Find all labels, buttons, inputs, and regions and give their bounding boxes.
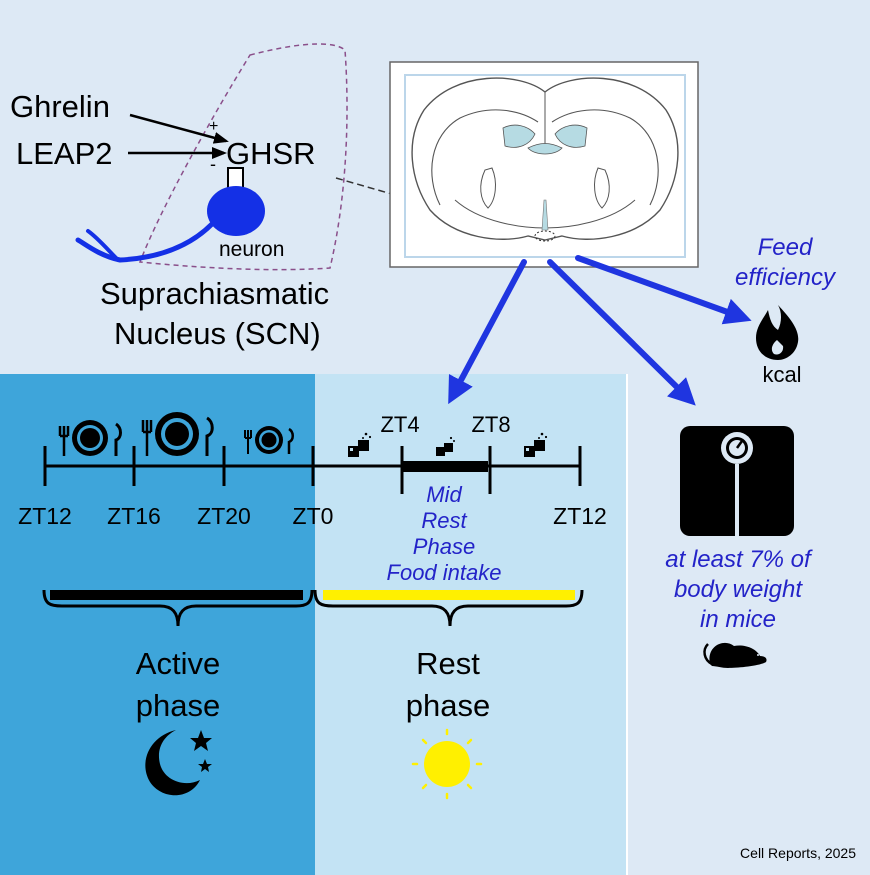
hippocampus-left: [480, 167, 496, 209]
ghsr-label: GHSR: [226, 136, 316, 171]
third-ventricle: [541, 199, 549, 231]
food-pellet-icon: [436, 436, 455, 456]
minus-sign: -: [210, 154, 216, 174]
sun-icon: [411, 728, 483, 800]
brain-section: [389, 61, 699, 268]
ventricle-left: [502, 124, 536, 148]
scn-title-line2: Nucleus (SCN): [114, 316, 321, 351]
rest-phase-line1: Rest: [416, 646, 480, 681]
food-pellet-icon: [348, 432, 372, 457]
tick-label-zt16: ZT16: [107, 503, 161, 529]
rest-phase-line2: phase: [406, 688, 490, 723]
ventricle-right: [554, 124, 588, 148]
tick-label-zt0: ZT0: [293, 503, 334, 529]
active-phase-brace: [42, 589, 314, 627]
rest-phase-panel: [315, 374, 627, 875]
feed-efficiency-line2: efficiency: [735, 264, 837, 291]
scn-title-line1: Suprachiasmatic: [100, 276, 329, 311]
kcal-label: kcal: [762, 362, 801, 387]
mid-rest-line4: Food intake: [387, 560, 502, 585]
moon-stars-icon: [145, 730, 212, 796]
plate-cutlery-icon: [141, 412, 214, 456]
active-phase-panel: [0, 374, 315, 875]
body-weight-line2: body weight: [674, 576, 803, 603]
ghrelin-label: Ghrelin: [10, 89, 110, 124]
plate-cutlery-icon: [244, 426, 294, 454]
ventricle-middle: [527, 143, 563, 155]
brain-inner-frame: [404, 74, 686, 258]
rest-phase-brace: [313, 589, 584, 627]
arrow-to-rest-phase: [448, 259, 527, 405]
tick-label-zt12-end: ZT12: [553, 503, 607, 529]
active-phase-bar: [50, 590, 303, 600]
food-pellet-icon: [524, 432, 548, 457]
feed-efficiency-line1: Feed: [758, 234, 813, 261]
active-phase-line1: Active: [136, 646, 220, 681]
flame-icon: [756, 305, 799, 360]
cortex-inner-line: [431, 109, 539, 206]
arrow-to-body-weight: [547, 259, 696, 406]
plus-sign: +: [209, 118, 218, 135]
neuron-label: neuron: [219, 238, 284, 261]
rest-phase-bar: [323, 590, 575, 600]
citation: Cell Reports, 2025: [740, 845, 856, 861]
neuron-dendrite: [86, 229, 120, 262]
tick-label-zt12-start: ZT12: [18, 503, 72, 529]
brain-outline: [411, 77, 679, 241]
mid-rest-line1: Mid: [426, 482, 462, 507]
scale-icon: [680, 426, 794, 536]
arrow-to-feed-efficiency: [575, 255, 752, 325]
cortex-inner-line-right: [551, 109, 659, 206]
neuron-body: [207, 186, 265, 236]
tick-label-zt20: ZT20: [197, 503, 251, 529]
scn-location: [534, 230, 556, 242]
receptor-diagram: Ghrelin LEAP2 + - GHSR neuron: [10, 89, 316, 263]
hippocampus-right: [594, 167, 610, 209]
mouse-icon: [703, 642, 767, 668]
leap2-label: LEAP2: [16, 136, 113, 171]
ghrelin-arrow: [129, 113, 229, 144]
tick-label-zt4: ZT4: [380, 412, 419, 437]
mid-rest-line3: Phase: [413, 534, 475, 559]
active-phase-line2: phase: [136, 688, 220, 723]
plate-cutlery-icon: [58, 420, 122, 456]
neuron-axon: [75, 221, 215, 263]
tick-label-zt8: ZT8: [471, 412, 510, 437]
timeline: ZT4 ZT8 ZT12 ZT16 ZT20 ZT0 ZT12: [18, 412, 607, 529]
mid-rest-bar: [402, 461, 488, 472]
body-weight-line3: in mice: [700, 606, 776, 633]
body-weight-line1: at least 7% of: [665, 546, 813, 573]
mid-rest-line2: Rest: [421, 508, 467, 533]
